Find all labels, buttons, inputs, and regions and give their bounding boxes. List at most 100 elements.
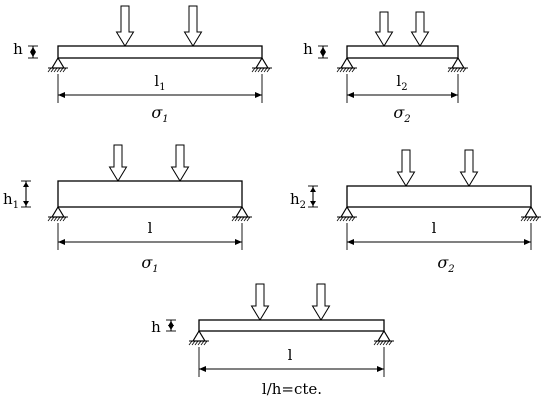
height-label: h2 <box>290 190 306 211</box>
support-hatch <box>447 67 452 73</box>
span-label-subscript: 1 <box>159 82 165 93</box>
load-arrow-2 <box>459 149 479 187</box>
support-hatch <box>203 340 208 346</box>
support-hatch <box>342 216 347 222</box>
support-hatch <box>535 216 540 222</box>
support-hatch <box>263 67 268 73</box>
support-hatch <box>529 216 534 222</box>
height-arrowhead <box>320 47 326 52</box>
support-hatch <box>339 67 344 73</box>
support-hatch <box>231 216 236 222</box>
load-arrow-2 <box>311 283 331 321</box>
right-support <box>231 205 252 222</box>
support-hatch <box>56 216 61 222</box>
right-support <box>373 329 394 346</box>
dimension-arrowhead <box>451 92 458 98</box>
support-hatch <box>526 216 531 222</box>
beam <box>57 45 263 59</box>
height-dimension <box>28 45 38 59</box>
support-hatch <box>379 340 384 346</box>
support-hatch <box>453 67 458 73</box>
dimension-arrowhead <box>524 239 531 245</box>
support-hatch <box>191 340 196 346</box>
support-hatch <box>382 340 387 346</box>
height-label: h <box>13 40 23 58</box>
height-label: h <box>303 40 313 58</box>
support-hatch <box>348 216 353 222</box>
support-hatch <box>260 67 265 73</box>
right-support <box>251 56 272 73</box>
support-hatch <box>47 216 52 222</box>
dimension-arrowhead <box>58 92 65 98</box>
dimension-arrowhead <box>377 366 384 372</box>
dimension-arrowhead <box>235 239 242 245</box>
support-triangle <box>191 329 207 342</box>
stress-label: σ2 <box>437 253 454 275</box>
height-arrowhead <box>168 321 174 326</box>
support-hatch <box>59 67 64 73</box>
height-arrowhead <box>168 325 174 330</box>
support-hatch <box>450 67 455 73</box>
support-hatch <box>56 67 61 73</box>
span-label-subscript: 2 <box>401 82 407 93</box>
span-label-main: l <box>288 346 293 364</box>
beam <box>346 45 459 59</box>
support-hatch <box>50 216 55 222</box>
support-hatch <box>62 67 67 73</box>
load-arrow-2 <box>183 5 203 47</box>
dimension-arrowhead <box>347 92 354 98</box>
support-hatch <box>459 67 464 73</box>
height-arrowhead <box>23 201 29 206</box>
left-support <box>47 56 68 73</box>
load-arrow-1 <box>108 144 128 182</box>
height-dimension <box>166 319 176 332</box>
stress-label-subscript: 1 <box>162 114 168 125</box>
height-label-main: h <box>3 190 13 208</box>
height-dimension <box>318 45 328 59</box>
support-hatch <box>53 67 58 73</box>
support-hatch <box>237 216 242 222</box>
span-dimension <box>346 223 532 250</box>
beam <box>198 319 385 332</box>
height-arrowhead <box>30 47 36 52</box>
support-triangle <box>50 56 66 69</box>
support-triangle <box>50 205 66 218</box>
height-label-main: h <box>13 40 23 58</box>
stress-label-subscript: 1 <box>152 264 158 275</box>
height-label-subscript: 2 <box>300 200 306 211</box>
support-triangle <box>339 205 355 218</box>
support-hatch <box>257 67 262 73</box>
stress-label-main: σ <box>141 253 153 272</box>
stress-label-main: σ <box>393 103 405 122</box>
beam <box>57 180 243 208</box>
support-hatch <box>266 67 271 73</box>
span-label: l <box>148 219 153 237</box>
support-hatch <box>251 67 256 73</box>
left-support <box>47 205 68 222</box>
height-arrowhead <box>310 201 316 206</box>
dimension-arrowhead <box>255 92 262 98</box>
ratio-label: l/h=cte. <box>262 380 322 398</box>
load-arrow-1 <box>250 283 270 321</box>
support-hatch <box>194 340 199 346</box>
support-hatch <box>240 216 245 222</box>
support-hatch <box>339 216 344 222</box>
span-label: l2 <box>396 72 407 93</box>
support-hatch <box>336 67 341 73</box>
span-label: l <box>288 346 293 364</box>
stress-label-subscript: 2 <box>403 114 410 125</box>
support-hatch <box>342 67 347 73</box>
beam-diagram-3: h 1 l σ1 <box>3 144 252 275</box>
support-triangle <box>450 56 466 69</box>
stress-label: σ1 <box>141 253 158 275</box>
support-hatch <box>523 216 528 222</box>
stress-label-subscript: 2 <box>447 264 454 275</box>
support-hatch <box>50 67 55 73</box>
support-hatch <box>197 340 202 346</box>
span-dimension <box>57 74 263 103</box>
support-hatch <box>532 216 537 222</box>
